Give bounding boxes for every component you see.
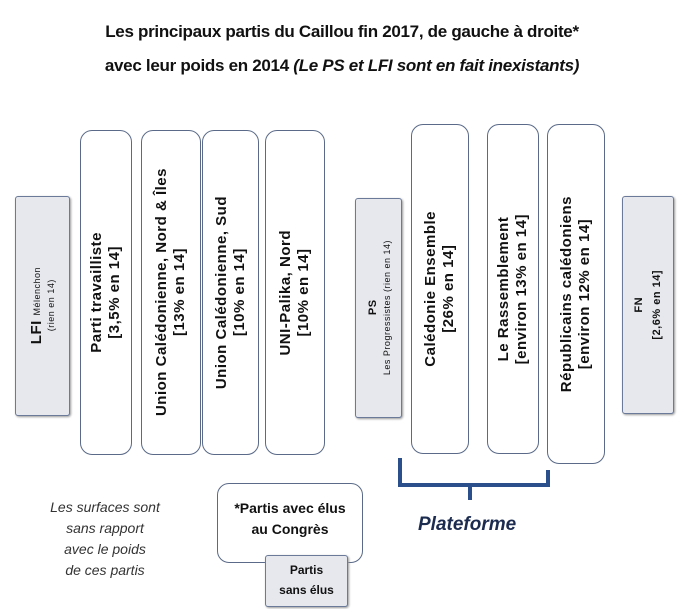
party-republicains-caledoniens: Républicains calédoniens[environ 12% en … xyxy=(547,124,605,464)
plateforme-label: Plateforme xyxy=(418,514,517,535)
legend-line: *Partis avec élus xyxy=(234,500,346,516)
party-uc-nord: Union Calédonienne, Nord & Îles[13% en 1… xyxy=(141,130,201,455)
party-uni-palika: UNI-Palika, Nord[10% en 14] xyxy=(265,130,325,455)
legend-without-elected: Partis sans élus xyxy=(265,555,348,607)
note-line: de ces partis xyxy=(65,562,145,578)
legend-line: Partis xyxy=(289,563,324,577)
note-line: avec le poids xyxy=(64,541,146,557)
title-line-2-italic: (Le PS et LFI sont en fait inexistants) xyxy=(293,56,580,75)
legend-line: sans élus xyxy=(279,583,334,597)
legend-line: au Congrès xyxy=(251,521,329,537)
party-lfi: LFI Mélenchon(rien en 14) xyxy=(15,196,70,416)
surface-note: Les surfaces sont sans rapport avec le p… xyxy=(30,497,180,581)
note-line: sans rapport xyxy=(66,520,144,536)
title-line-2: avec leur poids en 2014 (Le PS et LFI so… xyxy=(0,56,684,76)
legend-with-elected: *Partis avec élus au Congrès xyxy=(217,483,363,563)
party-uc-sud: Union Calédonienne, Sud[10% en 14] xyxy=(202,130,259,455)
party-le-rassemblement: Le Rassemblement[environ 13% en 14] xyxy=(487,124,539,454)
title-line-2-text: avec leur poids en 2014 xyxy=(104,56,294,75)
party-fn: FN[2,6% en 14] xyxy=(622,196,674,414)
party-parti-travailliste: Parti travailliste[3,5% en 14] xyxy=(80,130,132,455)
party-caledonie-ensemble: Calédonie Ensemble[26% en 14] xyxy=(411,124,469,454)
title-line-1: Les principaux partis du Caillou fin 201… xyxy=(105,22,579,41)
note-line: Les surfaces sont xyxy=(50,499,160,515)
